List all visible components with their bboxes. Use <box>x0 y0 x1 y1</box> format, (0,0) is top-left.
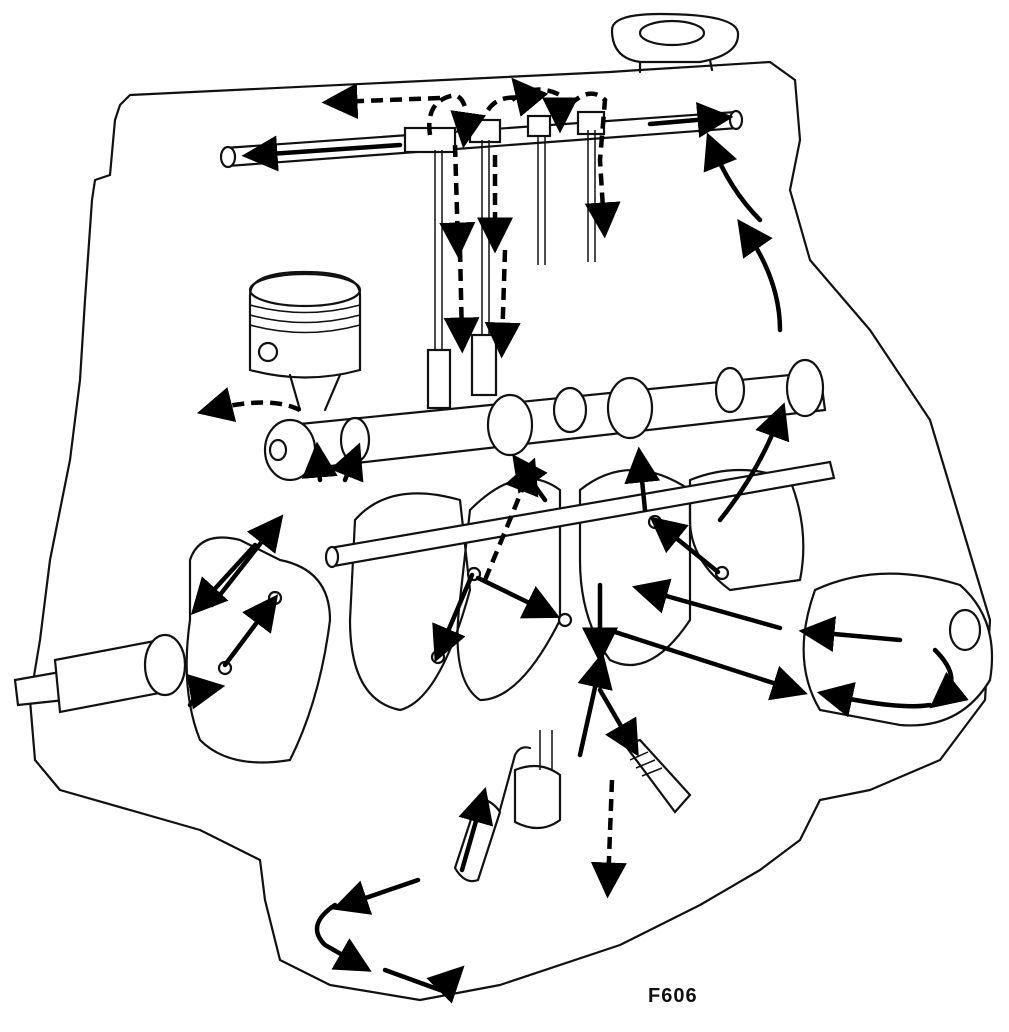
pushrods <box>426 130 596 410</box>
rear-main-bearing <box>802 572 994 727</box>
piston <box>248 270 362 412</box>
oil-return-arrows <box>196 77 627 899</box>
relief-valve <box>623 738 692 814</box>
figure-label: F606 <box>648 985 698 1007</box>
oil-flow-arrows <box>186 101 969 1004</box>
camshaft <box>263 358 827 482</box>
crankshaft <box>13 468 805 764</box>
main-oil-gallery <box>324 460 836 569</box>
engine-block-outline <box>28 60 992 1002</box>
oil-filler-cap <box>610 12 740 74</box>
oil-pump <box>453 730 562 883</box>
